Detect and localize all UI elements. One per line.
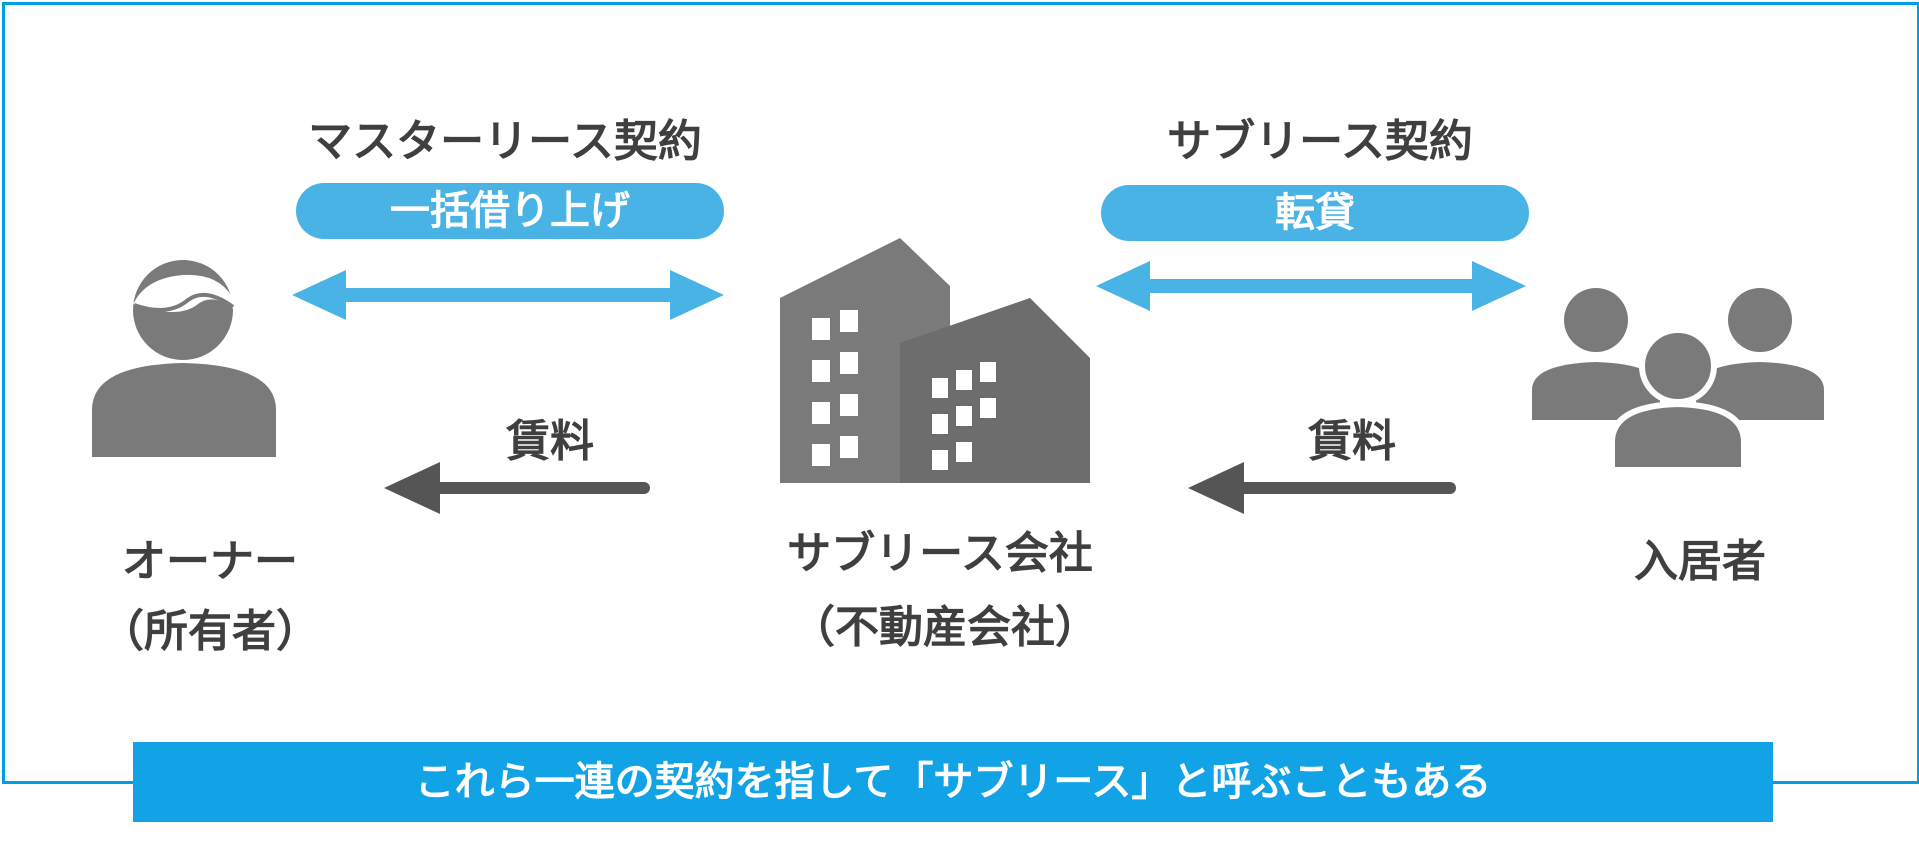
- owner-sublabel: （所有者）: [100, 606, 320, 657]
- sublease-pill: 転貸: [1101, 185, 1529, 241]
- owner-label: オーナー: [122, 536, 298, 587]
- sublease-title: サブリース契約: [1167, 116, 1473, 167]
- building-icon: [780, 238, 1090, 483]
- master-lease-title: マスターリース契約: [308, 116, 702, 167]
- rent-label-right: 賃料: [1308, 416, 1396, 467]
- person-icon: [92, 260, 276, 457]
- rent-arrow-right: [1188, 462, 1456, 514]
- company-sublabel: （不動産会社）: [791, 602, 1099, 653]
- sublease-double-arrow: [1096, 261, 1526, 311]
- summary-banner: これら一連の契約を指して「サブリース」と呼ぶこともある: [133, 742, 1773, 822]
- group-icon: [1532, 288, 1824, 472]
- master-lease-pill: 一括借り上げ: [296, 183, 724, 239]
- rent-label-left: 賃料: [506, 416, 594, 467]
- rent-arrow-left: [384, 462, 650, 514]
- master-lease-double-arrow: [292, 270, 724, 320]
- company-label: サブリース会社: [787, 528, 1093, 579]
- tenants-label: 入居者: [1634, 536, 1766, 587]
